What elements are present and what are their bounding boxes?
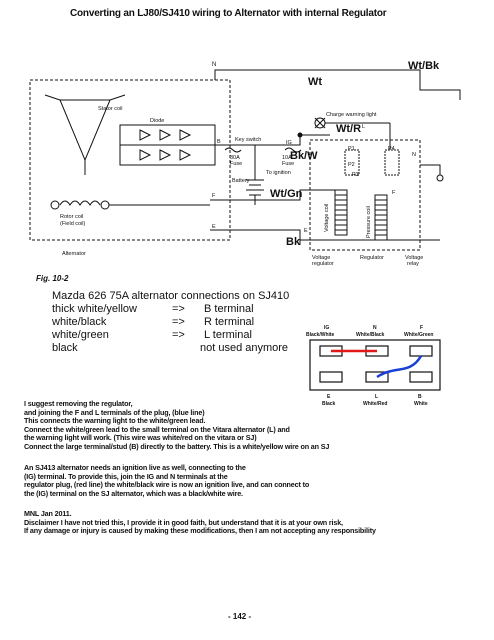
label-wtr: Wt/R xyxy=(336,123,362,135)
plug-blue-line xyxy=(376,355,423,379)
plug-pin-b xyxy=(409,371,433,383)
para-line: This connects the warning light to the w… xyxy=(24,416,206,426)
para-line: I suggest removing the regulator, xyxy=(24,399,133,408)
mapping-wire-2: white/green xyxy=(52,329,109,341)
label-wtbk: Wt/Bk xyxy=(408,60,440,72)
wiring-diagram xyxy=(29,69,461,251)
label-fuse30b: Fuse xyxy=(230,161,243,167)
label-fuse10: 10A xyxy=(282,155,292,161)
mapping-terminal-3: not used anymore xyxy=(200,342,289,354)
plug-code-b: B xyxy=(418,394,422,400)
plug-pin-e xyxy=(319,371,343,383)
label-term-n2: N xyxy=(412,152,416,158)
label-term-e2: E xyxy=(304,228,308,234)
wire-f xyxy=(210,189,340,201)
label-p1: P1 xyxy=(348,146,355,152)
plug-desc-n: White/Black xyxy=(356,332,385,338)
label-wt: Wt xyxy=(308,76,323,88)
label-charge-light: Charge warning light xyxy=(326,112,377,118)
ignition-paragraph: An SJ413 alternator needs an ignition li… xyxy=(24,463,494,498)
plug-outline xyxy=(309,339,441,391)
label-term-e: E xyxy=(212,224,216,230)
para-line: Connect the white/green lead to the smal… xyxy=(24,424,290,434)
mapping-terminal-0: B terminal xyxy=(204,303,254,315)
para-line: If any damage or injury is caused by mak… xyxy=(24,526,376,536)
label-key-switch: Key switch xyxy=(235,137,262,143)
plug-code-f: F xyxy=(420,325,424,331)
para-line: MNL Jan 2011. xyxy=(24,509,72,518)
label-bkw: Bk/W xyxy=(290,150,318,162)
label-p4: P4 xyxy=(388,146,395,152)
label-alternator: Alternator xyxy=(62,251,86,257)
para-line: the (IG) terminal on the SJ alternator, … xyxy=(24,488,243,498)
label-n-top: N xyxy=(212,62,217,68)
label-vreg2: regulator xyxy=(312,261,334,267)
para-line: (IG) terminal. To provide this, join the… xyxy=(24,471,228,481)
page-header: Converting an LJ80/SJ410 wiring to Alter… xyxy=(70,8,387,19)
stator-coil-shape xyxy=(59,99,111,162)
label-vrelay: Voltage xyxy=(405,255,424,261)
label-term-f2: F xyxy=(392,190,396,196)
plug-code-e: E xyxy=(327,394,331,400)
label-p2: P2 xyxy=(348,162,355,168)
disclaimer-paragraph: MNL Jan 2011. Disclaimer I have not trie… xyxy=(24,509,494,536)
label-vreg: Voltage xyxy=(312,255,331,261)
para-line: the warning light will work. (This wire … xyxy=(24,433,257,443)
mapping-wire-3: black xyxy=(52,342,78,354)
label-p3: P3 xyxy=(352,172,359,178)
para-line: and joining the F and L terminals of the… xyxy=(24,407,205,417)
plug-desc-e: Black xyxy=(322,401,336,407)
label-wtgn: Wt/Gn xyxy=(270,188,303,200)
plug-pin-f xyxy=(409,345,433,357)
plug-desc-l: White/Red xyxy=(363,401,388,407)
plug-code-l: L xyxy=(375,394,379,400)
para-line: An SJ413 alternator needs an ignition li… xyxy=(24,463,246,472)
label-fuse30: 30A xyxy=(230,155,240,161)
plug-desc-f: White/Green xyxy=(404,332,434,338)
wire-wtbk xyxy=(419,80,461,100)
label-term-l: L xyxy=(362,124,366,130)
para-line: regulator plug, (red line) the white/bla… xyxy=(24,480,310,490)
label-diode: Diode xyxy=(150,118,165,124)
regulator-box xyxy=(309,139,421,251)
plug-code-ig: IG xyxy=(324,325,330,331)
label-field: (Field coil) xyxy=(60,221,86,227)
wire-n xyxy=(214,69,421,80)
mapping-wire-1: white/black xyxy=(52,316,107,328)
mapping-block: Mazda 626 75A alternator connections on … xyxy=(52,290,302,356)
alternator-outline xyxy=(29,79,231,241)
plug-desc-b: White xyxy=(414,401,428,407)
label-ig: IG xyxy=(286,140,292,146)
label-term-b: B xyxy=(217,139,221,145)
mapping-title: Mazda 626 75A alternator connections on … xyxy=(52,290,290,302)
label-vrelay2: relay xyxy=(407,261,419,267)
label-regulator: Regulator xyxy=(360,255,384,261)
para-line: Disclaimer I have not tried this, I prov… xyxy=(24,517,343,527)
plug-pin-l xyxy=(365,371,389,383)
rotor-coil xyxy=(59,200,101,206)
label-battery: Battery xyxy=(232,178,250,184)
label-fuse10b: Fuse xyxy=(282,161,295,167)
label-to-ignition: To ignition xyxy=(266,170,291,176)
label-bk: Bk xyxy=(286,236,301,248)
mapping-wire-0: thick white/yellow xyxy=(52,303,137,315)
label-stator: Stator coil xyxy=(98,106,123,112)
page-number: - 142 - xyxy=(228,612,252,621)
mapping-arrow-2: => xyxy=(172,329,185,341)
plug-desc-ig: Black/White xyxy=(306,332,335,338)
plug-code-n: N xyxy=(373,325,377,331)
instructions-paragraph: I suggest removing the regulator, and jo… xyxy=(24,399,494,452)
figure-label: Fig. 10-2 xyxy=(36,274,69,283)
mapping-terminal-2: L terminal xyxy=(204,329,252,341)
para-line: Connect the large terminal/stud (B) dire… xyxy=(24,441,330,451)
mapping-arrow-0: => xyxy=(172,303,185,315)
label-rotor: Rotor coil xyxy=(60,214,84,220)
label-term-f: F xyxy=(212,193,216,199)
mapping-terminal-1: R terminal xyxy=(204,316,255,328)
mapping-arrow-1: => xyxy=(172,316,185,328)
